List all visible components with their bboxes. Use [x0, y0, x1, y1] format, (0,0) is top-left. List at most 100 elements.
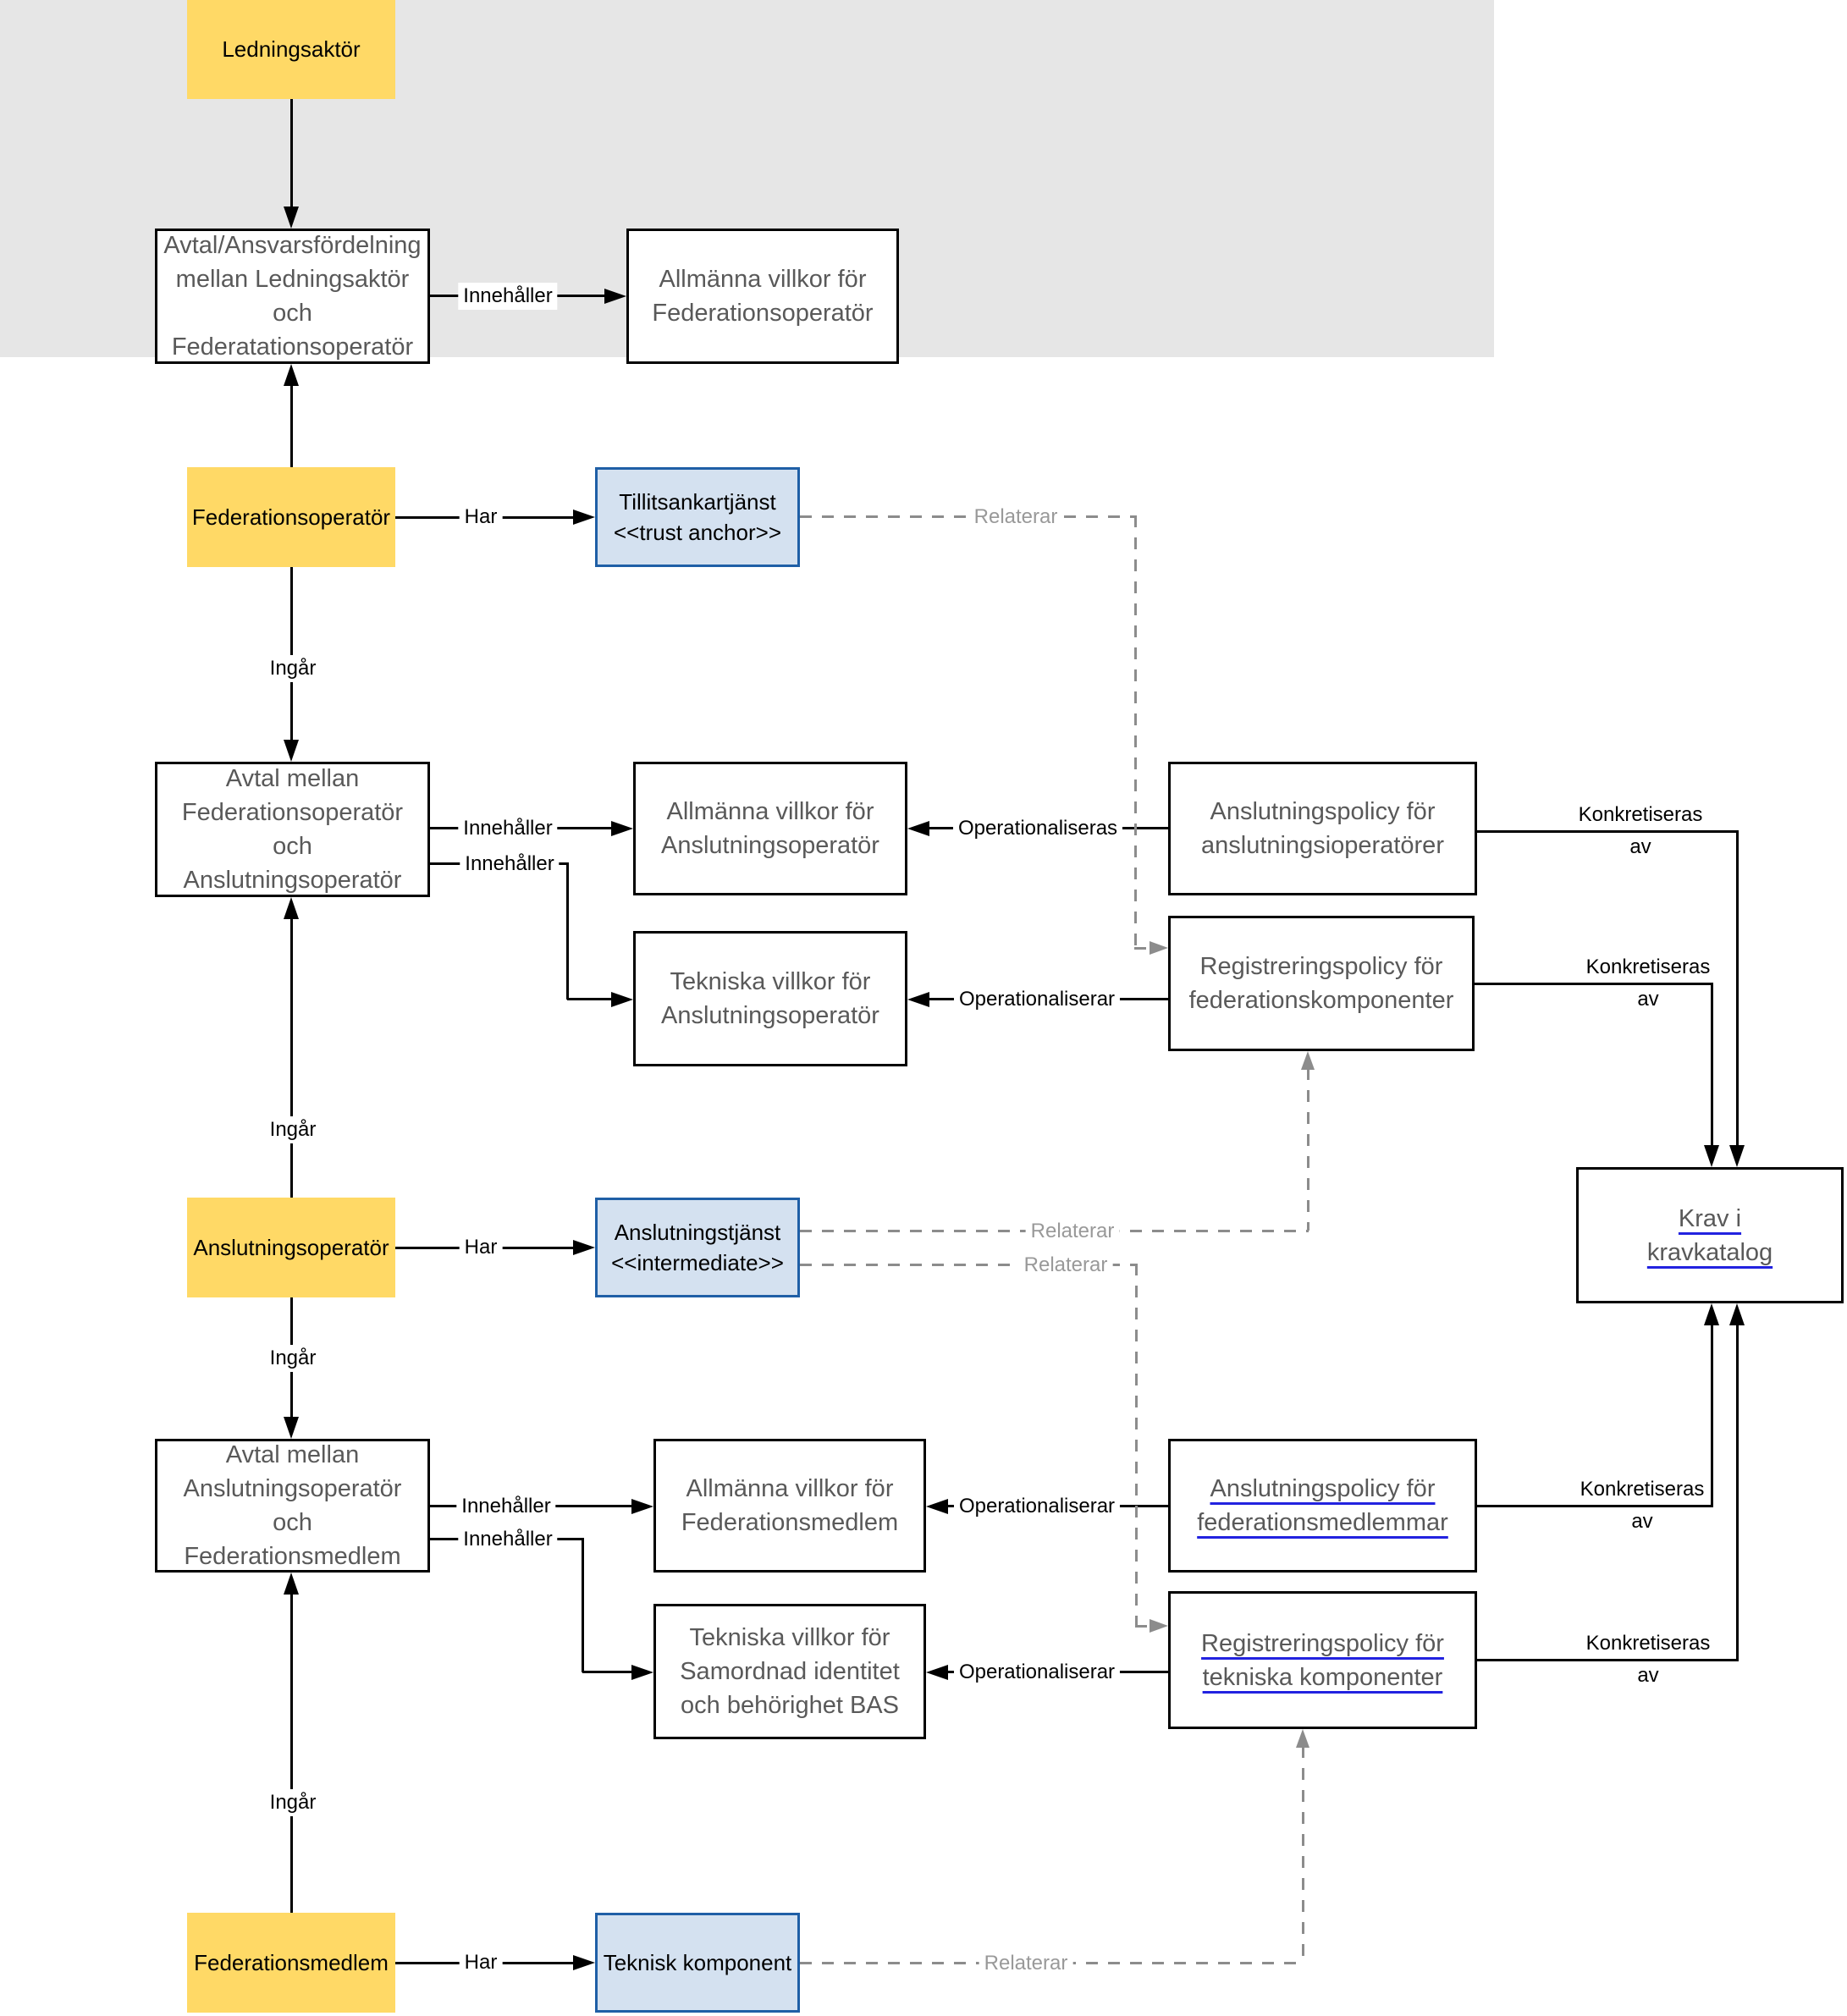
edge-label-relaterar: Relaterar: [1025, 1218, 1120, 1245]
konkretiseras-text: Konkretiseras: [1578, 803, 1703, 826]
konkretiseras-text: Konkretiseras: [1585, 1632, 1711, 1655]
node-federationsmedlem: Federationsmedlem: [187, 1913, 395, 2013]
node-tekniska-villkor-anslutningsoperator: Tekniska villkor för Anslutningsoperatör: [633, 931, 907, 1066]
edge-label-operationaliserar: Operationaliserar: [953, 1493, 1121, 1520]
arrowhead-icon: [284, 1417, 299, 1439]
arrowhead-icon: [1301, 1051, 1315, 1070]
edge-label-innehaller: Innehåller: [460, 851, 560, 878]
av-text: av: [1637, 988, 1659, 1011]
edge-line: [1475, 983, 1713, 985]
edge-line: [1477, 1505, 1713, 1507]
edge-line: [1475, 830, 1739, 833]
arrowhead-icon: [907, 821, 929, 836]
arrowhead-icon: [631, 1665, 653, 1680]
arrowhead-icon: [1704, 1145, 1719, 1167]
node-allmanna-villkor-federationsoperator: Allmänna villkor för Federationsoperatör: [626, 229, 899, 364]
av-text: av: [1629, 835, 1651, 858]
edge-label-har: Har: [459, 1949, 503, 1976]
edge-label-innehaller: Innehåller: [456, 1493, 556, 1520]
dashed-edge-line: [800, 515, 1135, 518]
edge-line: [582, 1538, 584, 1672]
node-ledningsaktor: Ledningsaktör: [187, 0, 395, 99]
dashed-edge-line: [1302, 1746, 1304, 1963]
arrowhead-icon: [1150, 1619, 1168, 1633]
node-anslutningsoperator: Anslutningsoperatör: [187, 1198, 395, 1297]
node-krav-i-kravkatalog[interactable]: Krav i kravkatalog: [1576, 1167, 1844, 1303]
edge-label-operationaliserar: Operationaliserar: [953, 986, 1121, 1013]
arrowhead-icon: [926, 1499, 948, 1514]
edge-line: [290, 99, 293, 210]
edge-line: [582, 1671, 635, 1673]
edge-line: [290, 383, 293, 467]
arrowhead-icon: [284, 364, 299, 386]
arrowhead-icon: [926, 1665, 948, 1680]
edge-label-har: Har: [459, 504, 503, 531]
edge-label-relaterar: Relaterar: [979, 1950, 1073, 1977]
dashed-edge-line: [800, 1264, 1138, 1266]
av-text: av: [1637, 1664, 1659, 1687]
arrowhead-icon: [631, 1499, 653, 1514]
edge-label-konkretiseras-av: Konkretiseras av: [1580, 1479, 1705, 1533]
edge-label-operationaliserar: Operationaliserar: [953, 1659, 1121, 1686]
node-tekniska-villkor-bas: Tekniska villkor för Samordnad identitet…: [653, 1604, 926, 1739]
edge-line: [1711, 1324, 1713, 1506]
edge-line: [1736, 830, 1739, 1147]
edge-label-innehaller: Innehåller: [458, 815, 558, 842]
node-tillitsankartjanst: Tillitsankartjänst <<trust anchor>>: [595, 467, 800, 567]
arrowhead-icon: [1729, 1303, 1745, 1325]
node-avtal-federationsoperator-anslutningsoperator: Avtal mellan Federationsoperatör och Ans…: [155, 762, 430, 897]
edge-line: [290, 1591, 293, 1913]
dashed-edge-line: [1135, 1264, 1138, 1626]
edge-label-ingar: Ingår: [264, 1789, 322, 1816]
service-name: Anslutningstjänst: [614, 1220, 781, 1245]
edge-label-operationaliseras: Operationaliseras: [952, 815, 1123, 842]
arrowhead-icon: [1704, 1303, 1719, 1325]
edge-label-innehaller: Innehåller: [458, 1526, 558, 1553]
dashed-edge-line: [1135, 1625, 1150, 1628]
edge-label-konkretiseras-av: Konkretiseras av: [1586, 956, 1711, 1011]
arrowhead-icon: [573, 1240, 595, 1255]
service-stereotype: <<trust anchor>>: [613, 520, 782, 545]
edge-label-konkretiseras-av: Konkretiseras av: [1579, 804, 1703, 858]
arrowhead-icon: [284, 740, 299, 762]
arrowhead-icon: [611, 992, 633, 1007]
edge-label-relaterar: Relaterar: [1018, 1252, 1113, 1279]
edge-label-relaterar: Relaterar: [968, 504, 1063, 531]
edge-label-ingar: Ingår: [264, 655, 322, 682]
node-allmanna-villkor-federationsmedlem: Allmänna villkor för Federationsmedlem: [653, 1439, 926, 1573]
node-registreringspolicy-federationskomponenter: Registreringspolicy för federationskompo…: [1168, 916, 1475, 1051]
node-anslutningspolicy-anslutningsioperatorer: Anslutningspolicy för anslutningsioperat…: [1168, 762, 1477, 895]
av-text: av: [1631, 1510, 1653, 1533]
edge-label-innehaller: Innehåller: [458, 283, 558, 310]
arrowhead-icon: [1729, 1145, 1745, 1167]
node-anslutningspolicy-federationsmedlemmar[interactable]: Anslutningspolicy för federationsmedlemm…: [1168, 1439, 1477, 1573]
dashed-edge-line: [1134, 515, 1137, 948]
arrowhead-icon: [573, 1955, 595, 1970]
edge-line: [1477, 1659, 1739, 1661]
edge-line: [567, 998, 615, 1000]
arrowhead-icon: [611, 821, 633, 836]
node-anslutningstjanst: Anslutningstjänst <<intermediate>>: [595, 1198, 800, 1297]
edge-label-konkretiseras-av: Konkretiseras av: [1586, 1633, 1711, 1687]
edge-line: [1711, 983, 1713, 1147]
edge-label-ingar: Ingår: [264, 1345, 322, 1372]
arrowhead-icon: [573, 510, 595, 525]
edge-line: [290, 916, 293, 1198]
dashed-edge-line: [1307, 1068, 1309, 1231]
dashed-edge-line: [1134, 947, 1150, 950]
node-federationsoperator: Federationsoperatör: [187, 467, 395, 567]
node-registreringspolicy-tekniska-komponenter[interactable]: Registreringspolicy för tekniska kompone…: [1168, 1591, 1477, 1729]
service-name: Teknisk komponent: [603, 1950, 792, 1975]
arrowhead-icon: [284, 207, 299, 229]
arrowhead-icon: [1296, 1729, 1309, 1748]
arrowhead-icon: [284, 1573, 299, 1595]
node-allmanna-villkor-anslutningsoperator: Allmänna villkor för Anslutningsoperatör: [633, 762, 907, 895]
edge-line: [1736, 1324, 1739, 1661]
arrowhead-icon: [604, 289, 626, 304]
arrowhead-icon: [1150, 941, 1168, 955]
edge-line: [290, 567, 293, 741]
edge-line: [566, 862, 569, 1000]
edge-label-har: Har: [459, 1234, 503, 1261]
service-stereotype: <<intermediate>>: [611, 1250, 784, 1275]
